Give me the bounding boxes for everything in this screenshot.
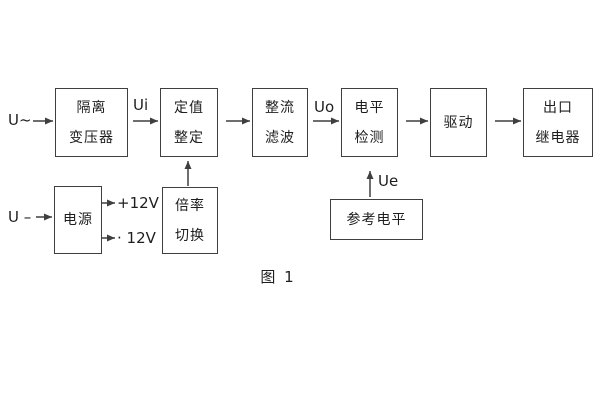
figure-caption: 图 1: [260, 268, 296, 286]
block-output-relay: 出口 继电器: [523, 88, 593, 157]
block-isolation-transformer: 隔离 变压器: [55, 88, 128, 157]
block-label: 出口: [543, 99, 573, 116]
block-drive: 驱动: [430, 88, 487, 157]
block-label: 驱动: [443, 114, 474, 131]
block-power-supply: 电源: [54, 186, 102, 254]
block-label: 定值: [174, 99, 204, 116]
block-label: 整流: [265, 99, 295, 116]
label-ue: Ue: [378, 172, 399, 190]
block-label: 电平: [354, 99, 385, 116]
label-uo: Uo: [314, 98, 335, 116]
block-label: 继电器: [535, 129, 581, 146]
block-label: 切换: [175, 227, 205, 244]
label-minus12v: · 12V: [117, 229, 156, 247]
block-label: 隔离: [76, 99, 107, 116]
label-dc-input: U –: [8, 208, 32, 226]
block-label: 参考电平: [346, 211, 407, 228]
block-reference-level: 参考电平: [330, 199, 423, 240]
label-ac-input: U~: [8, 111, 32, 129]
block-label: 倍率: [175, 197, 205, 214]
label-plus12v: +12V: [117, 194, 159, 212]
block-ratio-switch: 倍率 切换: [162, 187, 218, 254]
block-label: 整定: [174, 129, 204, 146]
block-label: 变压器: [69, 129, 114, 146]
block-level-detect: 电平 检测: [341, 88, 398, 157]
block-label: 检测: [354, 129, 385, 146]
block-label: 电源: [63, 212, 93, 228]
block-label: 滤波: [265, 129, 295, 146]
block-rectifier-filter: 整流 滤波: [252, 88, 308, 157]
block-setting-adjust: 定值 整定: [160, 88, 218, 157]
label-ui: Ui: [133, 96, 149, 114]
